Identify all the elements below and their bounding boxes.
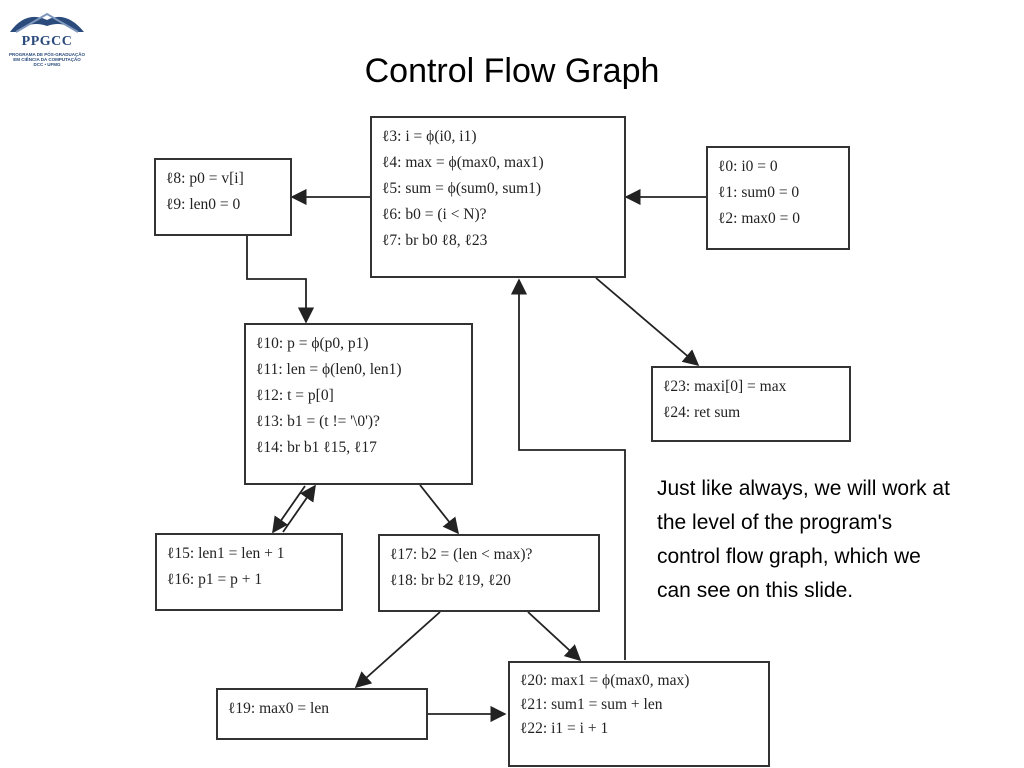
edge-l3-to-l23 [595, 277, 700, 367]
instr-line: ℓ17: b2 = (len < max)? [390, 546, 533, 563]
instr-line: ℓ9: len0 = 0 [166, 196, 241, 213]
ppgcc-logo: PPGCC PROGRAMA DE PÓS-GRADUAÇÃO EM CIÊNC… [6, 6, 88, 68]
cfg-node-l17: ℓ17: b2 = (len < max)? ℓ18: br b2 ℓ19, ℓ… [378, 534, 600, 612]
instr-line: ℓ6: b0 = (i < N)? [382, 206, 487, 223]
cfg-node-l20: ℓ20: max1 = ϕ(max0, max) ℓ21: sum1 = sum… [508, 661, 770, 767]
edge-l8-to-l10 [246, 236, 315, 324]
cfg-node-l15: ℓ15: len1 = len + 1 ℓ16: p1 = p + 1 [155, 533, 343, 611]
edge-l18-to-l20 [527, 611, 582, 662]
instr-line: ℓ15: len1 = len + 1 [167, 545, 285, 562]
instr-line: ℓ22: i1 = i + 1 [520, 720, 609, 737]
edge-l22-to-l3 [510, 278, 626, 660]
cfg-node-l8: ℓ8: p0 = v[i] ℓ9: len0 = 0 [154, 158, 292, 236]
edge-l14-to-l17 [419, 484, 460, 535]
logo-sub-line: DCC • UFMG [33, 62, 61, 67]
instr-line: ℓ12: t = p[0] [256, 387, 334, 404]
instr-line: ℓ16: p1 = p + 1 [167, 571, 263, 588]
instr-line: ℓ23: maxi[0] = max [663, 378, 787, 395]
instr-line: ℓ11: len = ϕ(len0, len1) [256, 361, 402, 378]
edge-l14-to-l15 [272, 485, 306, 534]
cfg-node-l10: ℓ10: p = ϕ(p0, p1) ℓ11: len = ϕ(len0, le… [244, 323, 473, 485]
instr-line: ℓ2: max0 = 0 [718, 210, 801, 227]
logo-name: PPGCC [21, 34, 73, 49]
instr-line: ℓ14: br b1 ℓ15, ℓ17 [256, 439, 377, 456]
cfg-node-l19: ℓ19: max0 = len [216, 688, 428, 740]
bridge-logo-icon [10, 12, 84, 33]
logo-sub-line: PROGRAMA DE PÓS-GRADUAÇÃO [8, 52, 86, 57]
instr-line: ℓ21: sum1 = sum + len [520, 696, 663, 713]
instr-line: ℓ13: b1 = (t != '\0')? [256, 413, 380, 430]
instr-line: ℓ18: br b2 ℓ19, ℓ20 [390, 572, 511, 589]
instr-line: ℓ3: i = ϕ(i0, i1) [382, 128, 477, 145]
instr-line: ℓ19: max0 = len [228, 700, 329, 717]
instr-line: ℓ8: p0 = v[i] [166, 170, 244, 187]
edge-l18-to-l19 [354, 611, 441, 689]
edge-l16-to-l10 [282, 484, 316, 533]
logo-sub-line: EM CIÊNCIA DA COMPUTAÇÃO [13, 57, 81, 62]
cfg-node-l3: ℓ3: i = ϕ(i0, i1) ℓ4: max = ϕ(max0, max1… [370, 116, 626, 278]
instr-line: ℓ1: sum0 = 0 [718, 184, 800, 201]
instr-line: ℓ7: br b0 ℓ8, ℓ23 [382, 232, 488, 249]
instr-line: ℓ5: sum = ϕ(sum0, sum1) [382, 180, 542, 197]
cfg-node-l23: ℓ23: maxi[0] = max ℓ24: ret sum [651, 366, 851, 442]
instr-line: ℓ4: max = ϕ(max0, max1) [382, 154, 544, 171]
page-title: Control Flow Graph [364, 52, 660, 90]
instr-line: ℓ20: max1 = ϕ(max0, max) [520, 672, 690, 689]
slide-caption: Just like always, we will work at the le… [657, 477, 950, 602]
instr-line: ℓ24: ret sum [663, 404, 741, 421]
instr-line: ℓ10: p = ϕ(p0, p1) [256, 335, 369, 352]
instr-line: ℓ0: i0 = 0 [718, 158, 778, 175]
cfg-node-l0: ℓ0: i0 = 0 ℓ1: sum0 = 0 ℓ2: max0 = 0 [706, 146, 850, 250]
